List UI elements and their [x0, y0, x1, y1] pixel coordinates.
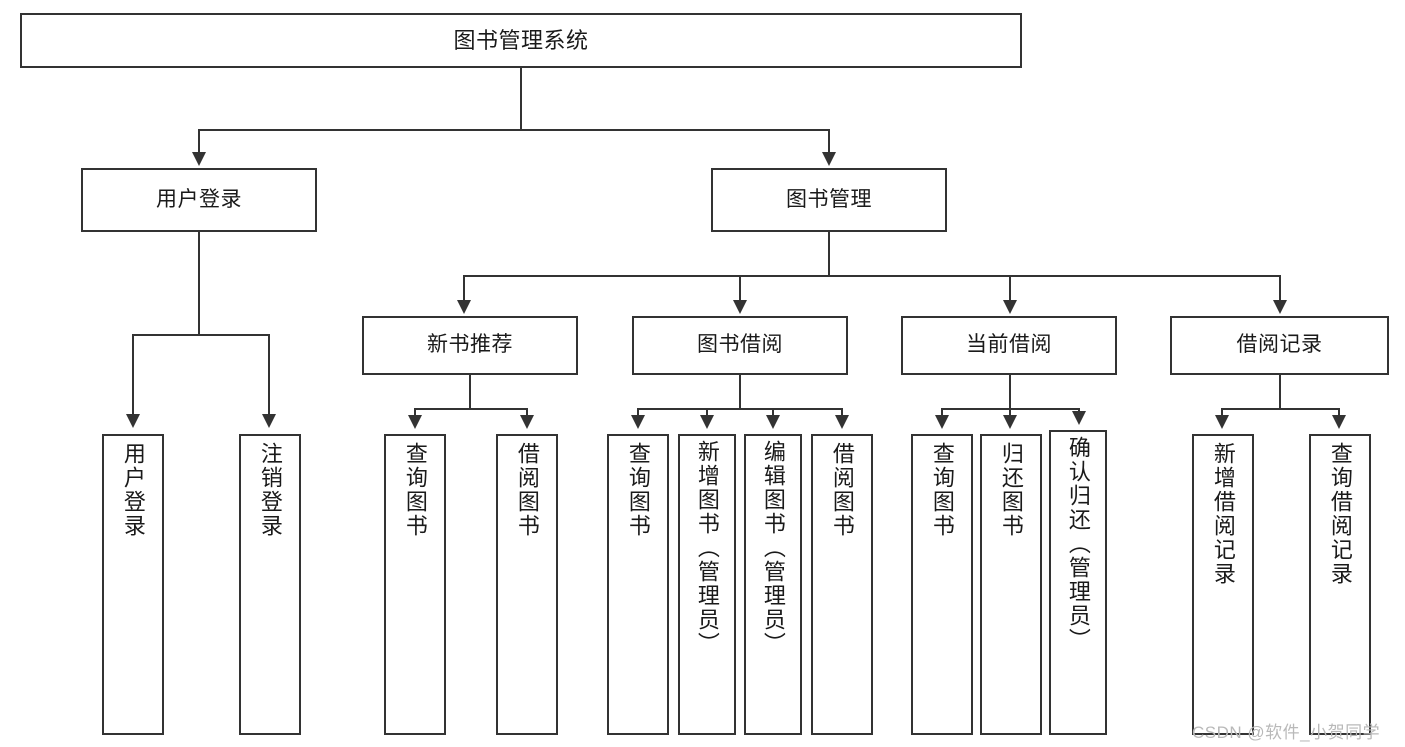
node-user-login[interactable]: 用户登录 [81, 168, 317, 232]
arrowhead-borrow-record [1273, 300, 1287, 314]
node-leaf-user-login[interactable]: 用户登录 [102, 434, 164, 735]
arrowhead-current-borrow [1003, 300, 1017, 314]
node-label: 用户登录 [120, 442, 146, 538]
connector-root-stem [520, 68, 522, 130]
arrowhead-leaf-confirm-return [1072, 411, 1086, 425]
connector-current-borrow-stem [1009, 375, 1011, 409]
node-label: 图书借阅 [697, 333, 783, 357]
connector-user-login-to-leaf-2 [268, 334, 270, 415]
node-book-borrow[interactable]: 图书借阅 [632, 316, 848, 375]
node-leaf-add-book[interactable]: 新增图书（管理员） [678, 434, 736, 735]
connector-book-manage-stem [828, 232, 830, 276]
connector-bb-to-leaf-1 [637, 408, 639, 416]
arrowhead-leaf-borrow-book-1 [520, 415, 534, 429]
connector-bb-to-leaf-4 [841, 408, 843, 416]
node-root-system[interactable]: 图书管理系统 [20, 13, 1022, 68]
node-label: 借阅图书 [514, 442, 540, 538]
connector-cb-to-leaf-2 [1009, 408, 1011, 416]
connector-cb-to-leaf-1 [941, 408, 943, 416]
arrowhead-leaf-edit-book [766, 415, 780, 429]
node-label: 归还图书 [998, 442, 1024, 538]
node-leaf-user-logout[interactable]: 注销登录 [239, 434, 301, 735]
connector-book-borrow-bus [637, 408, 843, 410]
connector-root-to-user-login [198, 129, 200, 153]
node-label: 图书管理系统 [453, 27, 589, 53]
node-new-book-rec[interactable]: 新书推荐 [362, 316, 578, 375]
node-label: 查询图书 [402, 442, 428, 538]
connector-to-current-borrow [1009, 275, 1011, 301]
arrowhead-book-borrow [733, 300, 747, 314]
node-leaf-query-book-1[interactable]: 查询图书 [384, 434, 446, 735]
node-leaf-query-record[interactable]: 查询借阅记录 [1309, 434, 1371, 735]
node-label: 查询借阅记录 [1327, 442, 1353, 586]
arrowhead-to-user-login [192, 152, 206, 166]
arrowhead-to-book-manage [822, 152, 836, 166]
connector-root-bus [198, 129, 830, 131]
watermark: CSDN @软件_小贺同学 [1192, 723, 1381, 742]
node-label: 查询图书 [625, 442, 651, 538]
arrowhead-leaf-return-book [1003, 415, 1017, 429]
node-label: 图书管理 [786, 187, 872, 211]
connector-to-new-book-rec [463, 275, 465, 301]
node-leaf-query-book-2[interactable]: 查询图书 [607, 434, 669, 735]
node-label: 新书推荐 [427, 333, 513, 357]
connector-nbr-to-leaf-1 [414, 408, 416, 416]
arrowhead-leaf-query-record [1332, 415, 1346, 429]
arrowhead-leaf-query-book-2 [631, 415, 645, 429]
arrowhead-new-book-rec [457, 300, 471, 314]
arrowhead-leaf-query-book-1 [408, 415, 422, 429]
connector-user-login-stem [198, 232, 200, 335]
connector-user-login-to-leaf-1 [132, 334, 134, 415]
node-leaf-confirm-return[interactable]: 确认归还（管理员） [1049, 430, 1107, 735]
arrowhead-leaf-borrow-book-2 [835, 415, 849, 429]
node-label: 当前借阅 [966, 333, 1052, 357]
connector-borrow-record-stem [1279, 375, 1281, 409]
connector-borrow-record-bus [1221, 408, 1340, 410]
node-borrow-record[interactable]: 借阅记录 [1170, 316, 1389, 375]
node-label: 查询图书 [929, 442, 955, 538]
node-label: 注销登录 [257, 442, 283, 538]
node-label: 借阅记录 [1236, 333, 1323, 357]
node-leaf-edit-book[interactable]: 编辑图书（管理员） [744, 434, 802, 735]
node-label: 编辑图书（管理员） [760, 440, 786, 656]
node-leaf-return-book[interactable]: 归还图书 [980, 434, 1042, 735]
connector-new-book-rec-stem [469, 375, 471, 409]
connector-nbr-to-leaf-2 [526, 408, 528, 416]
node-leaf-query-book-3[interactable]: 查询图书 [911, 434, 973, 735]
node-current-borrow[interactable]: 当前借阅 [901, 316, 1117, 375]
node-book-manage[interactable]: 图书管理 [711, 168, 947, 232]
connector-book-borrow-stem [739, 375, 741, 409]
node-leaf-borrow-book-2[interactable]: 借阅图书 [811, 434, 873, 735]
arrowhead-leaf-query-book-3 [935, 415, 949, 429]
node-label: 确认归还（管理员） [1065, 436, 1091, 652]
connector-to-borrow-record [1279, 275, 1281, 301]
node-label: 新增图书（管理员） [694, 440, 720, 656]
node-label: 借阅图书 [829, 442, 855, 538]
arrowhead-leaf-add-book [700, 415, 714, 429]
connector-br-to-leaf-1 [1221, 408, 1223, 416]
arrowhead-leaf-user-logout [262, 414, 276, 428]
node-label: 新增借阅记录 [1210, 442, 1236, 586]
node-leaf-add-record[interactable]: 新增借阅记录 [1192, 434, 1254, 735]
connector-root-to-book-manage [828, 129, 830, 153]
arrowhead-leaf-add-record [1215, 415, 1229, 429]
arrowhead-leaf-user-login [126, 414, 140, 428]
connector-bb-to-leaf-3 [772, 408, 774, 416]
connector-book-manage-bus [463, 275, 1280, 277]
connector-user-login-bus [132, 334, 270, 336]
connector-new-book-rec-bus [414, 408, 528, 410]
connector-to-book-borrow [739, 275, 741, 301]
connector-br-to-leaf-2 [1338, 408, 1340, 416]
connector-bb-to-leaf-2 [706, 408, 708, 416]
node-label: 用户登录 [156, 187, 242, 211]
node-leaf-borrow-book-1[interactable]: 借阅图书 [496, 434, 558, 735]
